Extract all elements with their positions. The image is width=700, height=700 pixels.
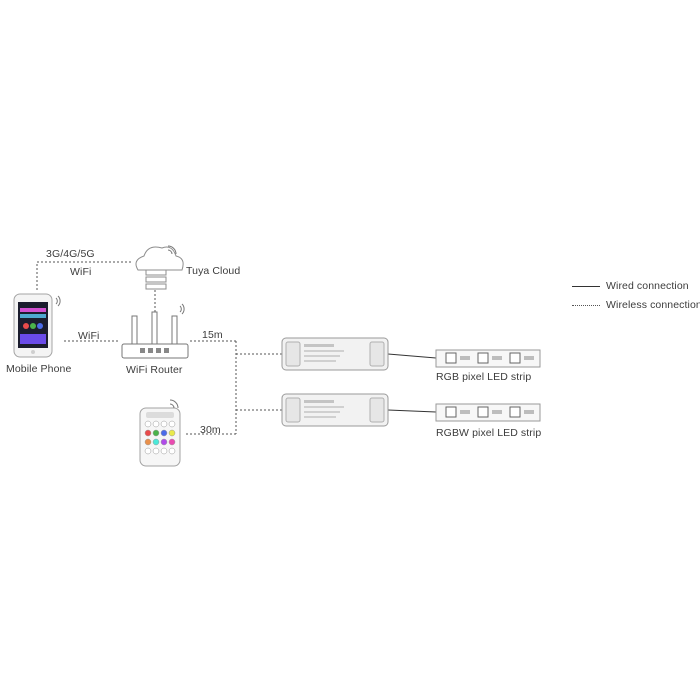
mobile-phone-icon (13, 293, 61, 358)
remote-control-icon (139, 399, 181, 467)
rgbw-led-strip (435, 403, 541, 422)
remote-button (144, 429, 152, 437)
remote-button (152, 438, 160, 446)
legend-dotted-line (572, 304, 600, 306)
wifi-router-label: WiFi Router (126, 364, 183, 376)
remote-button (160, 420, 168, 428)
rgb-led-strip (435, 349, 541, 368)
remote-button (168, 447, 176, 455)
remote-button (168, 420, 176, 428)
distance-router-label: 15m (202, 329, 223, 341)
wifi-side-label: WiFi (78, 330, 100, 342)
legend-wireless: Wireless connection (572, 299, 700, 311)
rgb-controller (281, 337, 389, 371)
distance-remote-label: 30m (200, 424, 221, 436)
legend-solid-line (572, 285, 600, 287)
remote-button (144, 447, 152, 455)
remote-button (160, 438, 168, 446)
remote-buttons (144, 420, 176, 455)
remote-button (144, 420, 152, 428)
phone-cloud-link (36, 261, 132, 290)
rgbw-controller (281, 393, 389, 427)
remote-button (168, 438, 176, 446)
cloud-signal-icon (167, 245, 177, 255)
router-signal-icon (179, 303, 185, 315)
remote-button (168, 429, 176, 437)
legend-wired-label: Wired connection (606, 280, 689, 292)
remote-signal-icon (169, 399, 179, 409)
rgbw-wire (387, 409, 437, 413)
rgb-strip-label: RGB pixel LED strip (436, 371, 532, 383)
remote-button (160, 447, 168, 455)
remote-button (152, 429, 160, 437)
rgbw-strip-label: RGBW pixel LED strip (436, 427, 542, 439)
rgb-wire (387, 353, 437, 359)
legend-wired: Wired connection (572, 280, 689, 292)
remote-button (152, 420, 160, 428)
remote-button (160, 429, 168, 437)
legend-wireless-label: Wireless connection (606, 299, 700, 311)
wifi-top-label: WiFi (70, 266, 92, 278)
cloud-icon (135, 245, 184, 290)
phone-signal-icon (55, 295, 61, 307)
wireless-lines (36, 261, 282, 435)
tuya-cloud-label: Tuya Cloud (186, 265, 241, 277)
network-label: 3G/4G/5G (46, 248, 95, 260)
router-icon (121, 303, 189, 359)
wired-lines (387, 353, 437, 413)
mobile-phone-label: Mobile Phone (6, 363, 72, 375)
remote-button (144, 438, 152, 446)
remote-button (152, 447, 160, 455)
